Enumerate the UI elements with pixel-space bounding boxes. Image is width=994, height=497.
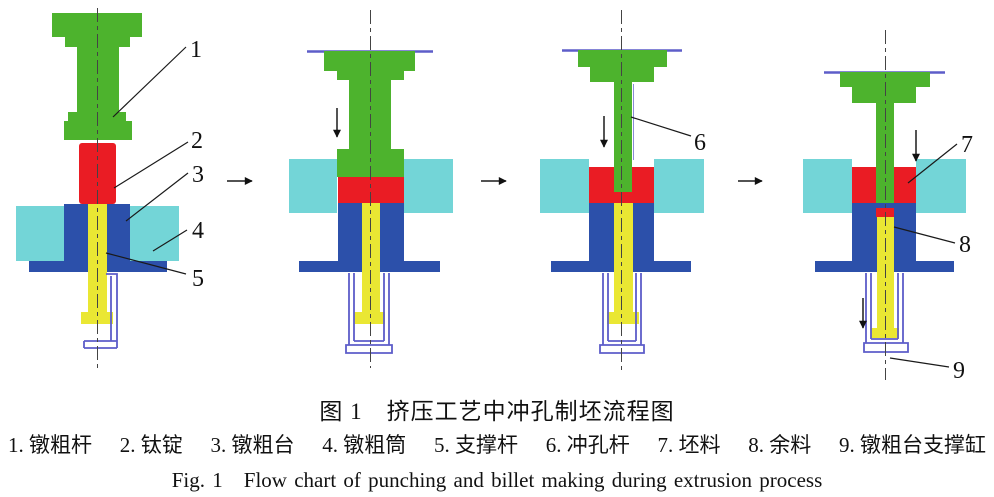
stage-2 (289, 10, 453, 368)
leader-line-1 (112, 46, 187, 118)
callout-3: 3 (192, 162, 204, 188)
support-rod-shape (614, 203, 633, 312)
parts-legend: 1. 镦粗杆 2. 钛锭 3. 镦粗台 4. 镦粗筒 5. 支撑杆 6. 冲孔杆… (8, 429, 986, 459)
legend-item-8: 8. 余料 (748, 433, 812, 457)
callout-6: 6 (694, 130, 706, 156)
callout-8: 8 (959, 232, 971, 258)
leader-line-4 (152, 229, 188, 252)
upsetting-rod-shape (324, 51, 415, 177)
leader-line-3 (125, 172, 189, 222)
figure-title-zh: 图 1 挤压工艺中冲孔制坯流程图 (319, 399, 675, 424)
legend-item-5: 5. 支撑杆 (434, 433, 518, 457)
leader-line-9 (889, 357, 950, 368)
stage-3 (540, 10, 704, 370)
support-rod-shape (88, 204, 107, 312)
upsetting-container-right (130, 206, 179, 261)
legend-item-6: 6. 冲孔杆 (545, 433, 630, 457)
support-rod-flange (354, 312, 385, 324)
upsetting-container-right (916, 159, 966, 213)
leader-line-7 (907, 143, 958, 184)
punching-rod-shape (578, 50, 667, 192)
upsetting-container-left (540, 159, 589, 213)
upsetting-container-left (289, 159, 337, 213)
upsetting-container-left (803, 159, 852, 213)
leader-line-5 (105, 252, 187, 275)
figure-title-en: Fig. 1 Flow chart of punching and billet… (171, 468, 823, 492)
legend-item-1: 1. 镦粗杆 (8, 433, 92, 457)
callout-4: 4 (192, 218, 204, 244)
upsetting-container-right (404, 159, 453, 213)
callout-7: 7 (961, 132, 973, 158)
leader-line-8 (893, 226, 956, 244)
upsetting-container-left (16, 206, 64, 261)
callout-2: 2 (191, 128, 203, 154)
support-cylinder-outline (345, 273, 393, 354)
legend-item-3: 3. 镦粗台 (210, 433, 295, 457)
support-rod-flange (81, 312, 113, 324)
callout-9: 9 (953, 358, 965, 384)
support-cylinder-outline (83, 273, 118, 349)
leader-line-2 (113, 141, 189, 189)
leader-line-6 (630, 116, 692, 137)
callout-1: 1 (190, 37, 202, 63)
legend-item-4: 4. 镦粗筒 (322, 433, 407, 457)
upsetting-rod-shape (52, 13, 142, 140)
stage-4 (803, 30, 966, 380)
callout-labels: 1 2 3 4 5 6 7 8 9 (105, 37, 973, 384)
support-cylinder-outline (863, 273, 909, 353)
legend-item-9: 9. 镦粗台支撑缸 (839, 433, 986, 457)
stage-1 (16, 8, 179, 368)
support-rod-flange (607, 312, 639, 324)
callout-5: 5 (192, 266, 204, 292)
support-cylinder-outline (599, 273, 645, 354)
support-rod-flange (871, 328, 899, 338)
upsetting-container-right (654, 159, 704, 213)
legend-item-7: 7. 坯料 (657, 433, 721, 457)
legend-item-2: 2. 钛锭 (119, 433, 183, 457)
